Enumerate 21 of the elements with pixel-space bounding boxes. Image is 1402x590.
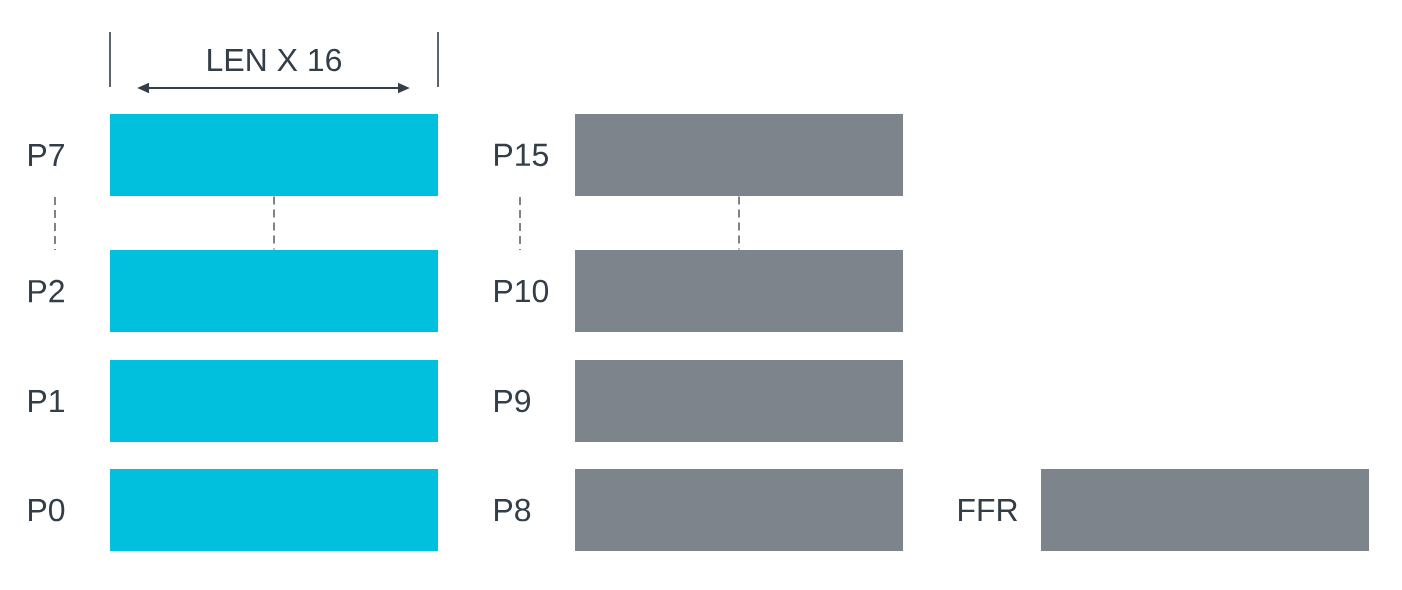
register-bar	[110, 469, 438, 551]
dimension-label: LEN X 16	[208, 48, 342, 72]
register-bar	[575, 114, 903, 196]
register-bar	[1041, 469, 1369, 551]
register-label: P9	[495, 389, 531, 413]
register-label: P1	[29, 390, 64, 412]
register-bar	[575, 469, 903, 551]
dashed-line	[273, 195, 275, 251]
register-label: P2	[29, 279, 64, 303]
register-bar	[575, 250, 903, 332]
register-label: P0	[29, 498, 65, 522]
register-bar	[110, 360, 438, 442]
register-bar	[110, 114, 438, 196]
register-label: P15	[495, 143, 548, 167]
register-label: P8	[495, 498, 531, 522]
dashed-line	[738, 195, 740, 251]
register-bar	[110, 250, 438, 332]
register-label: P7	[29, 144, 64, 166]
register-bar	[575, 360, 903, 442]
register-label: P10	[495, 279, 549, 303]
register-label: FFR	[959, 499, 1018, 521]
